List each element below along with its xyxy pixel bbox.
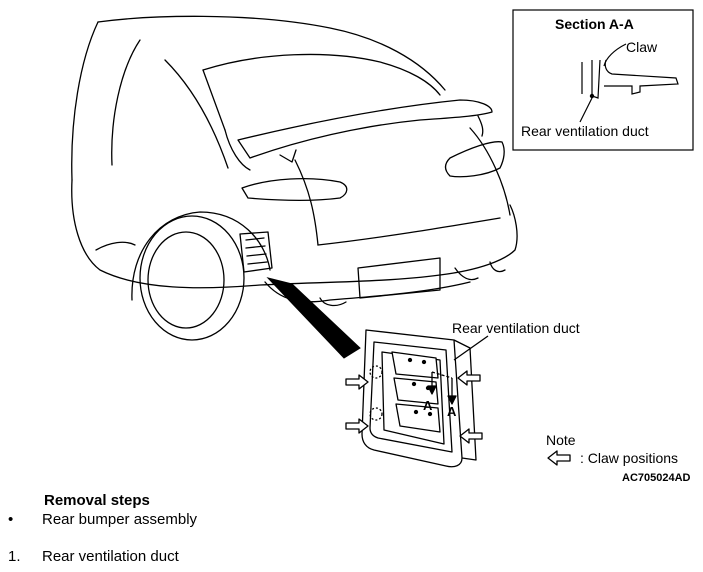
note-title: Note	[546, 432, 576, 448]
step-marker: 1.	[8, 548, 21, 565]
section-marker-right: A	[447, 404, 457, 419]
removal-steps-title: Removal steps	[44, 492, 150, 509]
duct-callout-label: Rear ventilation duct	[452, 320, 580, 336]
figure-code: AC705024AD	[622, 472, 691, 484]
section-a-a-box	[512, 9, 694, 151]
claw-label: Claw	[626, 39, 658, 55]
car-illustration	[71, 15, 518, 341]
diagram-figure	[71, 9, 694, 468]
note-legend-text: : Claw positions	[580, 450, 679, 466]
section-duct-label: Rear ventilation duct	[521, 123, 649, 139]
step-text: Rear ventilation duct	[42, 548, 179, 565]
step-text: Rear bumper assembly	[42, 511, 198, 528]
zoom-leader	[266, 277, 361, 359]
duct-detail	[361, 329, 489, 468]
claw-position-arrow-icon	[459, 428, 483, 444]
step-marker: •	[8, 511, 14, 528]
section-marker-left: A	[423, 398, 433, 413]
section-title: Section A-A	[555, 16, 634, 32]
claw-position-arrow-icon	[547, 450, 571, 466]
claw-position-arrow-icon	[457, 370, 481, 386]
